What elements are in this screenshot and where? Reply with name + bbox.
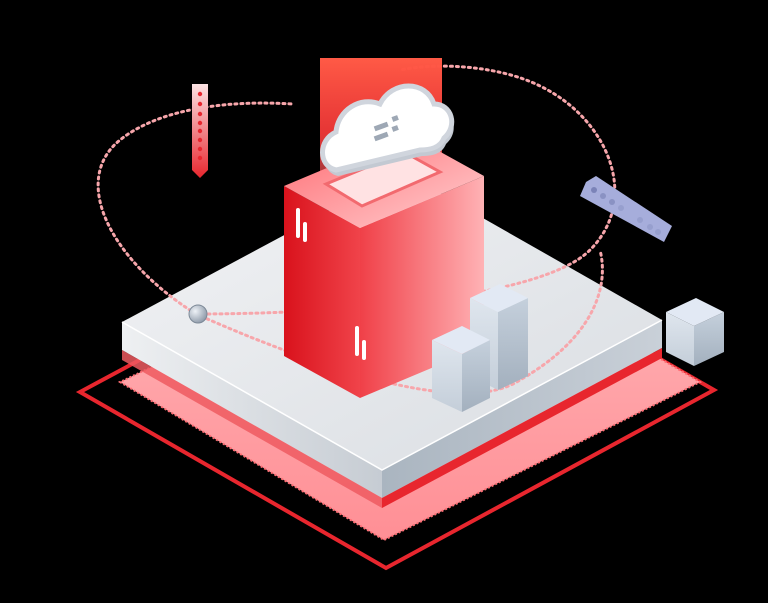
platform-red-edge-left	[122, 350, 382, 508]
short-block	[432, 326, 490, 412]
server-mark-2	[303, 222, 307, 242]
server-mark-3	[355, 326, 359, 356]
platform-left-side	[122, 322, 382, 498]
server-mark-4	[362, 340, 366, 360]
server-mark-1	[296, 208, 300, 238]
floating-cube	[666, 298, 724, 366]
cloud-icon	[320, 83, 455, 176]
diagonal-indicator	[580, 176, 672, 242]
platform-right-side	[382, 320, 662, 498]
orbit-ball	[188, 304, 208, 324]
platform-red-edge-right	[382, 348, 662, 508]
vertical-indicator	[192, 84, 208, 178]
